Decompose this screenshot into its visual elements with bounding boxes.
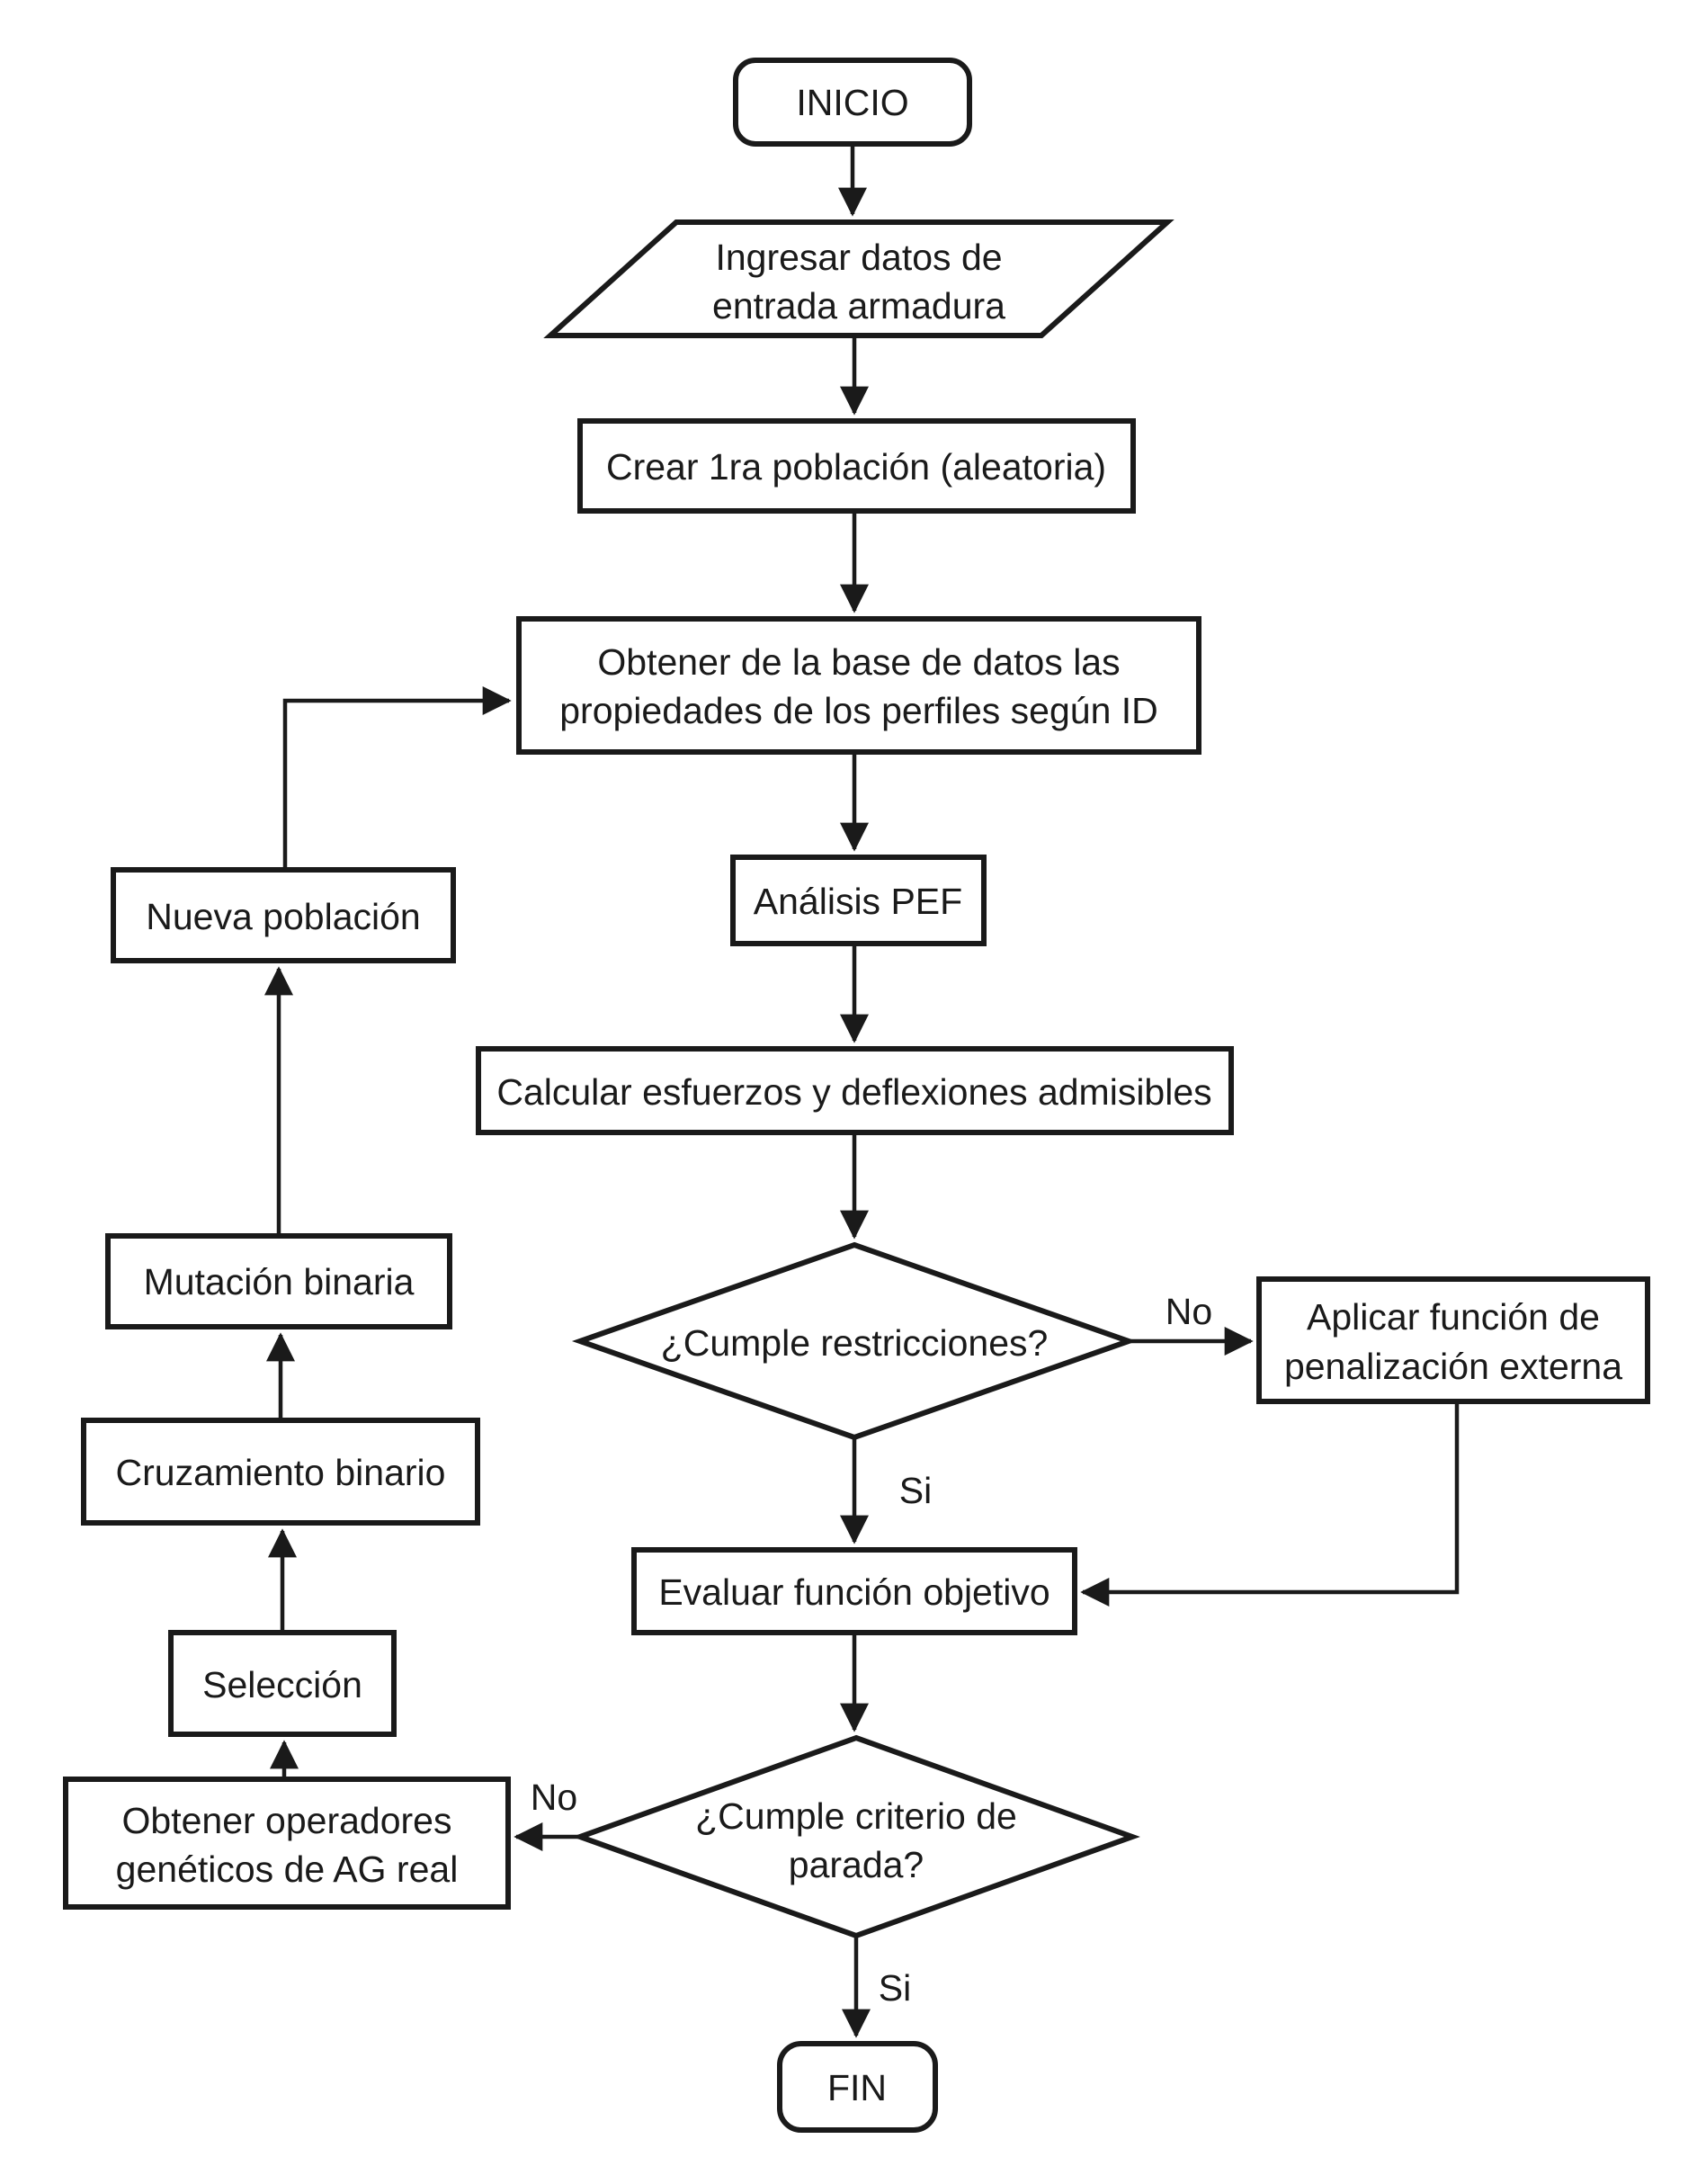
node-inicio-label: INICIO (796, 82, 908, 123)
arrow-aplicar-to-evaluar (1080, 1401, 1460, 1607)
node-cumple-criterio-label-line1: ¿Cumple criterio de (695, 1795, 1017, 1837)
edge-label-no-restricciones: No (1166, 1291, 1212, 1332)
node-cruzamiento-process (81, 1418, 480, 1526)
node-aplicar-label-line1: Aplicar función de (1307, 1296, 1600, 1338)
edge-label-si-restricciones: Si (899, 1470, 932, 1511)
node-cumple-restricciones-label: ¿Cumple restricciones? (661, 1322, 1049, 1364)
node-fin-label: FIN (827, 2067, 887, 2108)
node-fin-terminator (777, 2041, 938, 2133)
node-mutacion-label: Mutación binaria (144, 1261, 415, 1302)
node-evaluar-process (631, 1547, 1077, 1635)
node-cumple-criterio-decision (572, 1734, 1140, 1939)
node-obtener-operadores-label-line1: Obtener operadores (122, 1800, 452, 1841)
node-mutacion-process (105, 1233, 452, 1329)
node-evaluar-label: Evaluar función objetivo (658, 1571, 1050, 1613)
node-crear-label: Crear 1ra población (aleatoria) (606, 446, 1106, 488)
node-ingresar-label-line1: Ingresar datos de (715, 237, 1002, 278)
node-cumple-criterio-label-line2: parada? (789, 1844, 924, 1885)
node-obtener-operadores-label-line2: genéticos de AG real (116, 1848, 459, 1890)
node-obtener-base-label-line2: propiedades de los perfiles según ID (559, 690, 1158, 731)
node-cruzamiento-label: Cruzamiento binario (116, 1452, 446, 1493)
arrow-nueva-poblacion-to-obtener-base (282, 686, 512, 870)
node-obtener-base-label-line1: Obtener de la base de datos las (597, 641, 1120, 683)
node-ingresar-label-line2: entrada armadura (712, 285, 1005, 327)
node-calcular-label: Calcular esfuerzos y deflexiones admisib… (496, 1071, 1211, 1113)
node-nueva-poblacion-process (111, 867, 456, 963)
node-analisis-process (730, 855, 987, 946)
node-cumple-restricciones-decision (571, 1241, 1138, 1441)
edge-label-no-parada: No (531, 1777, 577, 1818)
node-seleccion-label: Selección (202, 1664, 362, 1705)
node-obtener-operadores-process (63, 1777, 511, 1910)
node-ingresar-parallelogram (543, 219, 1175, 338)
node-obtener-base-process (516, 616, 1201, 755)
node-aplicar-label-line2: penalización externa (1284, 1346, 1622, 1387)
node-analisis-label: Análisis PEF (754, 881, 962, 922)
edge-label-si-parada: Si (879, 1967, 911, 2009)
node-crear-process (577, 418, 1136, 514)
node-aplicar-process (1256, 1276, 1650, 1404)
node-nueva-poblacion-label: Nueva población (146, 896, 420, 937)
node-calcular-process (476, 1046, 1234, 1135)
node-seleccion-process (168, 1630, 397, 1737)
node-inicio-terminator (733, 58, 972, 147)
